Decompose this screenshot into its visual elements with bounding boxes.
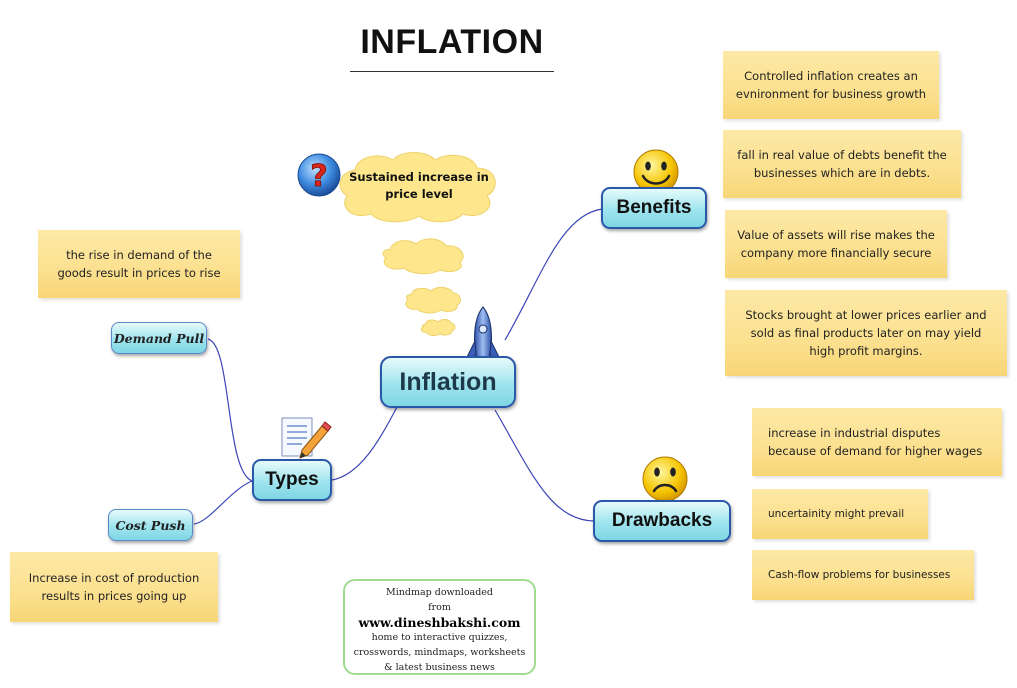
note-drawback-1: increase in industrial disputes because … bbox=[752, 408, 1002, 476]
happy-face-icon bbox=[633, 149, 679, 195]
thought-cloud-bubble-3 bbox=[420, 319, 456, 336]
central-node-label: Inflation bbox=[399, 367, 497, 396]
branch-node-benefits[interactable]: Benefits bbox=[601, 187, 707, 229]
note-drawback-3: Cash-flow problems for businesses bbox=[752, 550, 974, 600]
note-benefit-4: Stocks brought at lower prices earlier a… bbox=[725, 290, 1007, 376]
credit-line-1: Mindmap downloaded bbox=[386, 587, 493, 598]
credit-line-5: & latest business news bbox=[384, 662, 495, 673]
source-credit-box: Mindmap downloaded from www.dineshbakshi… bbox=[343, 579, 536, 675]
question-icon: ? bbox=[297, 153, 341, 197]
note-benefit-2: fall in real value of debts benefit the … bbox=[723, 130, 961, 198]
cost-push-label: Cost Push bbox=[115, 517, 186, 533]
sad-face-icon bbox=[642, 456, 688, 502]
credit-line-3: home to interactive quizzes, bbox=[371, 632, 508, 643]
credit-line-4: crosswords, mindmaps, worksheets bbox=[353, 647, 526, 658]
drawbacks-label: Drawbacks bbox=[611, 510, 713, 531]
subnode-cost-push[interactable]: Cost Push bbox=[108, 509, 193, 541]
svg-text:?: ? bbox=[310, 159, 327, 194]
branch-node-types[interactable]: Types bbox=[252, 459, 332, 501]
credit-line-2: from bbox=[428, 602, 451, 613]
types-label: Types bbox=[265, 469, 319, 490]
note-benefit-3: Value of assets will rise makes the comp… bbox=[725, 210, 947, 278]
note-drawback-2: uncertainity might prevail bbox=[752, 489, 928, 539]
thought-cloud-bubble-1 bbox=[382, 238, 464, 275]
thought-cloud-bubble-2 bbox=[405, 286, 461, 314]
central-node-inflation[interactable]: Inflation bbox=[380, 356, 516, 408]
note-cost-push: Increase in cost of production results i… bbox=[10, 552, 218, 622]
definition-cloud-text: Sustained increase in price level bbox=[349, 170, 489, 201]
branch-node-drawbacks[interactable]: Drawbacks bbox=[593, 500, 731, 542]
benefits-label: Benefits bbox=[616, 197, 692, 218]
page-title: INFLATION bbox=[350, 20, 554, 72]
credit-site-link[interactable]: www.dineshbakshi.com bbox=[358, 615, 521, 630]
thought-cloud-large bbox=[339, 152, 496, 223]
demand-pull-label: Demand Pull bbox=[113, 330, 205, 346]
note-benefit-1: Controlled inflation creates an evnironm… bbox=[723, 51, 939, 119]
note-demand-pull: the rise in demand of the goods result i… bbox=[38, 230, 240, 298]
document-pencil-icon bbox=[281, 417, 332, 459]
subnode-demand-pull[interactable]: Demand Pull bbox=[111, 322, 207, 354]
